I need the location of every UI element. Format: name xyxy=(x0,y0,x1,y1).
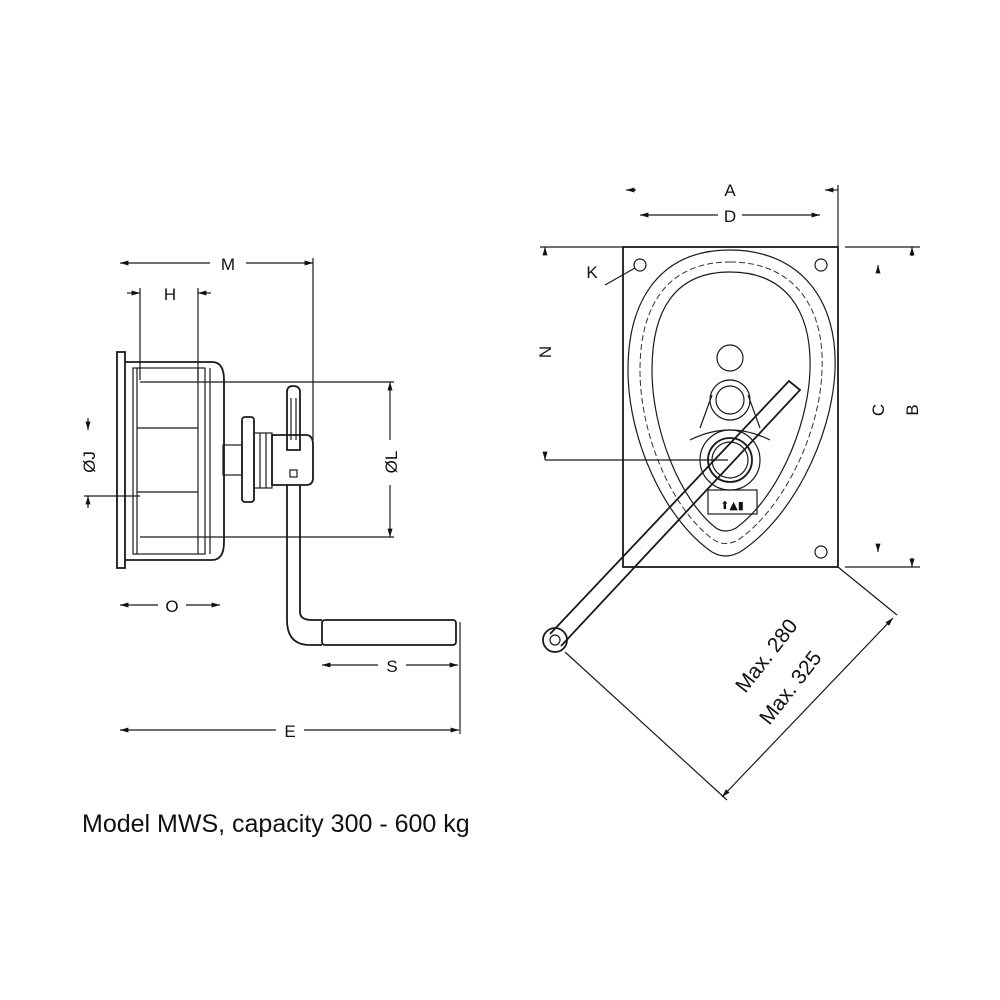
dim-label-j: ØJ xyxy=(80,451,99,473)
idler xyxy=(716,344,744,372)
dim-label-n: N xyxy=(536,346,555,358)
mounting-flange xyxy=(116,351,126,569)
mounting-hole xyxy=(633,258,647,272)
crank-grip xyxy=(321,619,457,646)
handle-stub xyxy=(286,385,301,451)
dim-label-d: D xyxy=(724,207,736,226)
dim-label-a: A xyxy=(724,181,736,200)
crank-arm xyxy=(286,485,322,646)
dim-label-h: H xyxy=(164,285,176,304)
cover-outer xyxy=(627,249,836,557)
dim-label-b: B xyxy=(903,404,922,415)
svg-text:⬆▲▮: ⬆▲▮ xyxy=(720,499,744,512)
drum-housing xyxy=(125,361,225,561)
figure-caption: Model MWS, capacity 300 - 600 kg xyxy=(82,810,470,838)
dim-label-k: K xyxy=(586,263,598,282)
dim-label-l: ØL xyxy=(382,451,401,474)
dim-label-c: C xyxy=(869,404,888,416)
warning-label xyxy=(707,489,758,515)
base-plate xyxy=(622,246,839,568)
dim-label-m: M xyxy=(221,255,235,274)
spring-stack xyxy=(253,432,273,489)
mounting-hole xyxy=(814,545,828,559)
gearbox xyxy=(271,434,314,486)
dim-label-e: E xyxy=(284,722,295,741)
brake-disc xyxy=(241,416,255,503)
mounting-hole xyxy=(814,258,828,272)
front-view: ⬆▲▮ A D N C B K Max. 280 Max. 325 xyxy=(536,181,922,801)
dim-label-o: O xyxy=(165,597,178,616)
dim-label-s: S xyxy=(386,657,397,676)
crank-knob xyxy=(542,627,568,653)
crank-handle xyxy=(549,379,802,647)
side-view: M H ØJ ØL O S E xyxy=(80,255,461,741)
shaft xyxy=(222,444,243,476)
